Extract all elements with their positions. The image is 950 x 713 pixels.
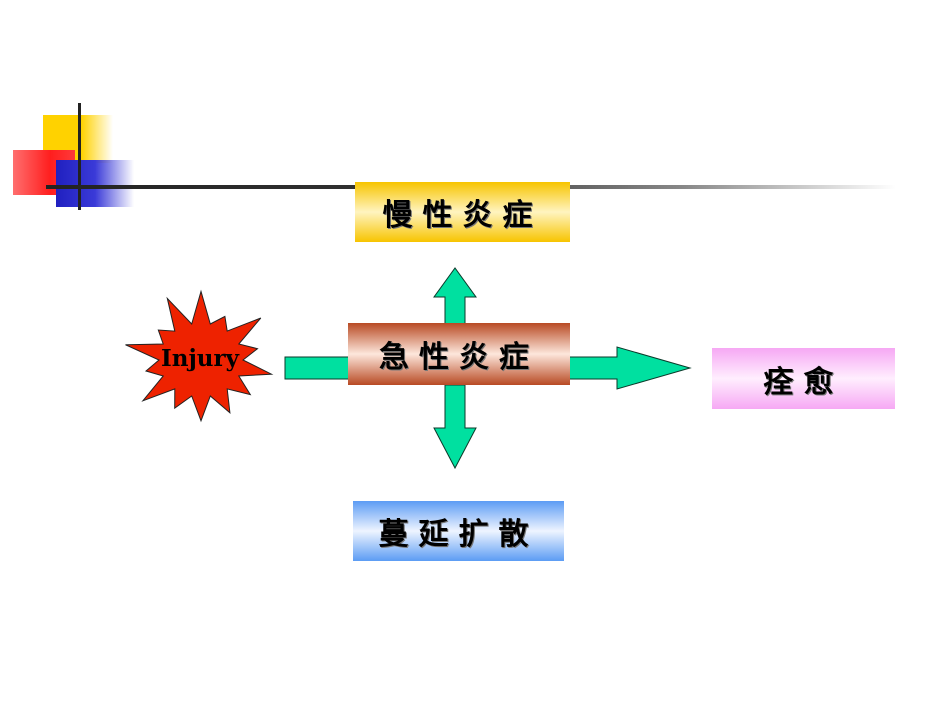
- injury-label: Injury: [160, 344, 239, 372]
- arrow-right-to-heal: [568, 346, 692, 390]
- deco-vertical-line: [78, 103, 81, 210]
- arrow-up-to-chronic: [433, 267, 477, 326]
- node-chronic-inflammation: 慢性炎症: [355, 182, 570, 242]
- node-acute-inflammation: 急性炎症: [348, 323, 570, 385]
- arrow-injury-to-acute: [284, 356, 352, 380]
- injury-starburst: [125, 289, 274, 423]
- node-spread: 蔓延扩散: [353, 501, 564, 561]
- node-heal: 痊愈: [712, 348, 895, 409]
- deco-blue-square: [56, 160, 134, 207]
- arrow-down-to-spread: [433, 384, 477, 470]
